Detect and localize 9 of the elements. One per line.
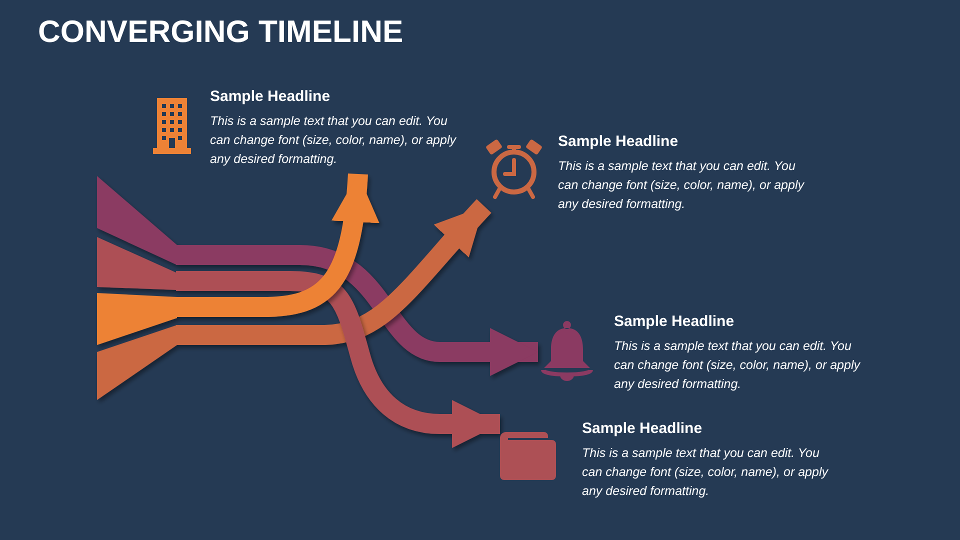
body-text: This is a sample text that you can edit. You can change font (size, color, name), or apply any desired formatting. <box>558 158 806 213</box>
body-text: This is a sample text that you can edit. You can change font (size, color, name), or apply any desired formatting. <box>614 338 862 393</box>
body-text: This is a sample text that you can edit. You can change font (size, color, name), or apply any desired formatting. <box>582 445 830 500</box>
headline: Sample Headline <box>210 88 330 106</box>
headline: Sample Headline <box>614 313 734 331</box>
headline: Sample Headline <box>582 420 702 438</box>
body-text: This is a sample text that you can edit. You can change font (size, color, name), or apply any desired formatting. <box>210 113 458 168</box>
title: CONVERGING TIMELINE <box>38 14 404 50</box>
headline: Sample Headline <box>558 133 678 151</box>
